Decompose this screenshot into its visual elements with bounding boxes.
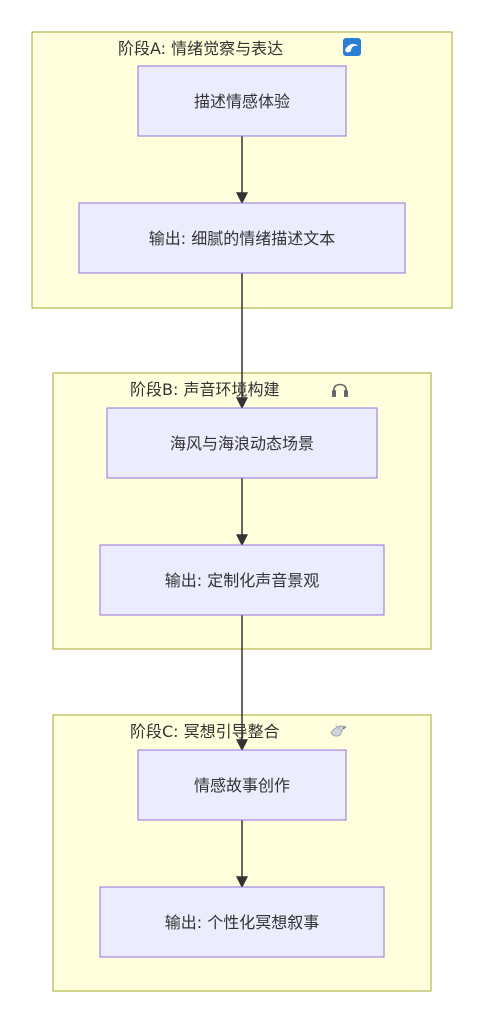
dove-icon [330, 724, 347, 737]
node-b1-label: 海风与海浪动态场景 [170, 434, 314, 453]
node-b1-box [106, 407, 378, 479]
node-c1: 情感故事创作 [137, 749, 347, 821]
node-c2: 输出: 个性化冥想叙事 [99, 886, 385, 958]
node-c2-label: 输出: 个性化冥想叙事 [165, 913, 319, 932]
node-b2-label: 输出: 定制化声音景观 [165, 571, 319, 590]
node-a2-box [78, 202, 406, 274]
node-a2-label: 输出: 细腻的情绪描述文本 [149, 229, 335, 248]
node-a1-box [137, 65, 347, 137]
node-a2: 输出: 细腻的情绪描述文本 [78, 202, 406, 274]
node-a1: 描述情感体验 [137, 65, 347, 137]
node-b1: 海风与海浪动态场景 [106, 407, 378, 479]
node-c1-box [137, 749, 347, 821]
headphones-icon [332, 383, 348, 397]
node-c2-box [99, 886, 385, 958]
node-a1-label: 描述情感体验 [194, 92, 290, 111]
stage-b-title: 阶段B: 声音环境构建 [130, 380, 279, 399]
stage-c-title: 阶段C: 冥想引导整合 [130, 722, 280, 741]
node-b2: 输出: 定制化声音景观 [99, 544, 385, 616]
stage-a-title: 阶段A: 情绪觉察与表达 [118, 39, 283, 58]
node-c1-label: 情感故事创作 [194, 776, 290, 795]
wave-icon [343, 38, 361, 56]
node-b2-box [99, 544, 385, 616]
